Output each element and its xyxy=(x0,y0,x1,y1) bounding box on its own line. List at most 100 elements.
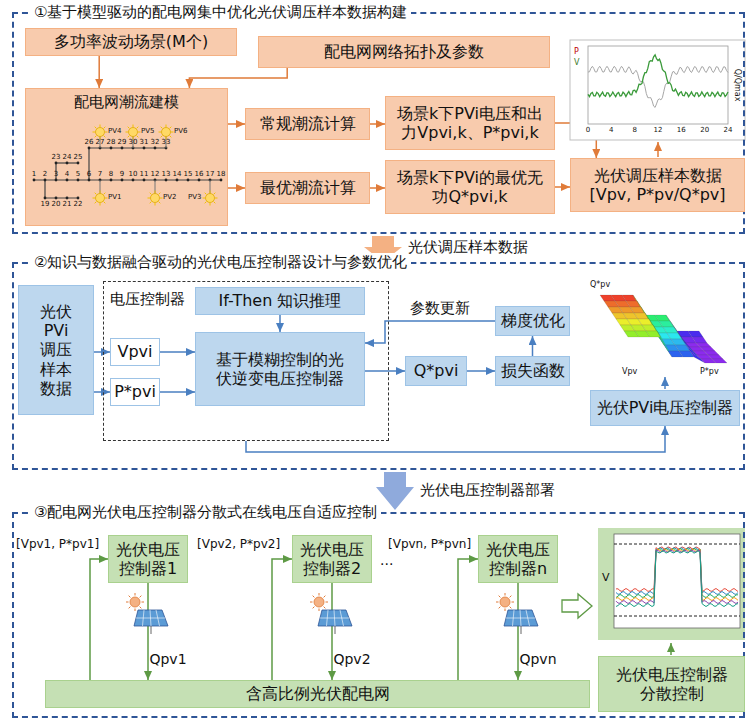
pv-ray xyxy=(93,198,96,199)
box-text: 配电网网络拓扑及参数 xyxy=(324,42,484,61)
bus-number: 22 xyxy=(74,200,83,208)
bus-dot xyxy=(121,147,124,150)
bus-number: 16 xyxy=(195,170,204,178)
pv-icon xyxy=(129,128,138,137)
process-box: 光伏电压控制器2 xyxy=(292,535,372,583)
connector xyxy=(189,68,287,88)
pv-ray xyxy=(104,202,106,204)
process-box: If-Then 知识推理 xyxy=(195,287,365,315)
surface-cell xyxy=(690,351,705,363)
pv-ray xyxy=(166,125,167,128)
bus-dot xyxy=(143,179,146,182)
bus-number: 28 xyxy=(107,138,116,146)
process-box: 光伏电压控制器n xyxy=(478,535,558,583)
sun-ray xyxy=(140,596,142,598)
connector xyxy=(279,315,281,332)
box-text: P*pvi xyxy=(114,382,156,401)
box-text: If-Then 知识推理 xyxy=(219,291,342,310)
pv-stand xyxy=(151,626,152,634)
leader-arrow xyxy=(670,643,672,655)
process-box: 场景k下PVi电压和出力Vpvi,k、P*pvi,k xyxy=(385,96,555,150)
bus-number: 24 xyxy=(63,153,72,161)
box-text: Q*pvi xyxy=(414,361,459,380)
bus-dot xyxy=(66,197,69,200)
axis-label: Q*pv xyxy=(590,280,610,289)
pv-ray xyxy=(128,136,130,138)
connector xyxy=(246,426,665,452)
bus-number: 3 xyxy=(54,170,58,178)
sun-ray xyxy=(324,607,326,609)
bus-number: 5 xyxy=(76,170,80,178)
bus-dot xyxy=(33,179,36,182)
group-box: 电压控制器If-Then 知识推理VpviP*pvi基于模糊控制的光伏逆变电压控… xyxy=(103,281,389,441)
bus-dot xyxy=(77,162,80,165)
connector xyxy=(228,123,245,125)
pv-label: PV4 xyxy=(108,127,121,135)
bus-dot xyxy=(198,179,201,182)
connector xyxy=(94,351,110,353)
connector xyxy=(272,559,292,680)
bus-number: 12 xyxy=(151,170,160,178)
pv-ray xyxy=(104,127,106,129)
surface-cell xyxy=(712,359,727,363)
pv-ray xyxy=(160,198,163,199)
box-text: 含高比例光伏配电网 xyxy=(246,684,390,703)
bus-number: 19 xyxy=(41,200,50,208)
pv-ray xyxy=(95,136,97,138)
bus-dot xyxy=(88,147,91,150)
process-box: 光伏电压控制器1 xyxy=(108,535,188,583)
pv-ray xyxy=(159,202,161,204)
pv-icon xyxy=(162,128,171,137)
pv-ray xyxy=(95,202,97,204)
pv-ray xyxy=(104,193,106,195)
box-text: 光伏PVi电压控制器 xyxy=(597,398,734,417)
limit-line xyxy=(614,544,740,545)
chart-ground xyxy=(598,528,745,640)
group-title: 电压控制器 xyxy=(110,290,185,308)
sun-ray xyxy=(135,593,136,596)
sun-ray xyxy=(313,596,315,598)
connector xyxy=(90,559,108,680)
edge-label: Qpv2 xyxy=(333,651,370,667)
pv-panel xyxy=(318,610,352,626)
bus-dot xyxy=(132,179,135,182)
bus-dot xyxy=(143,147,146,150)
pv-ray xyxy=(161,136,163,138)
pv-grid xyxy=(136,618,165,619)
bus-number: 10 xyxy=(129,170,138,178)
pv-grid xyxy=(506,618,535,619)
voltage-curve xyxy=(616,548,738,595)
pv-ray xyxy=(95,127,97,129)
pv-panel xyxy=(134,610,168,626)
surface-cell xyxy=(671,339,686,345)
bus-number: 14 xyxy=(173,170,182,178)
sun-ray xyxy=(505,609,506,612)
pv-icon xyxy=(96,128,105,137)
sun-icon xyxy=(314,597,324,607)
connector xyxy=(555,186,570,188)
pv-ray xyxy=(155,191,156,194)
sun-ray xyxy=(319,609,320,612)
sun-ray xyxy=(135,609,136,612)
section-panel: ①基于模型驱动的配电网集中优化光伏调压样本数据构建多功率波动场景(M个)配电网网… xyxy=(12,12,745,234)
annotation: 光伏电压控制器部署 xyxy=(420,482,555,499)
axis-label: 12 xyxy=(654,126,663,134)
connector xyxy=(370,187,385,189)
bus-dot xyxy=(165,179,168,182)
pv-ray xyxy=(95,193,97,195)
process-box: 配电网网络拓扑及参数 xyxy=(258,36,550,68)
bus-number: 30 xyxy=(129,138,138,146)
group-title: 配电网潮流建模 xyxy=(26,89,227,111)
bus-dot xyxy=(66,162,69,165)
connector xyxy=(517,583,519,680)
plot-area xyxy=(614,534,740,628)
pv-ray xyxy=(93,132,96,133)
axis-label: Vpv xyxy=(622,367,637,376)
pv-label: PV1 xyxy=(108,193,121,201)
bus-number: 26 xyxy=(85,138,94,146)
axis-label: Q/Qmax xyxy=(732,69,741,102)
block-arrow xyxy=(376,472,414,510)
axis-label: P*pv xyxy=(700,367,719,376)
box-text: 光伏PVi调压样本数据 xyxy=(37,302,75,398)
